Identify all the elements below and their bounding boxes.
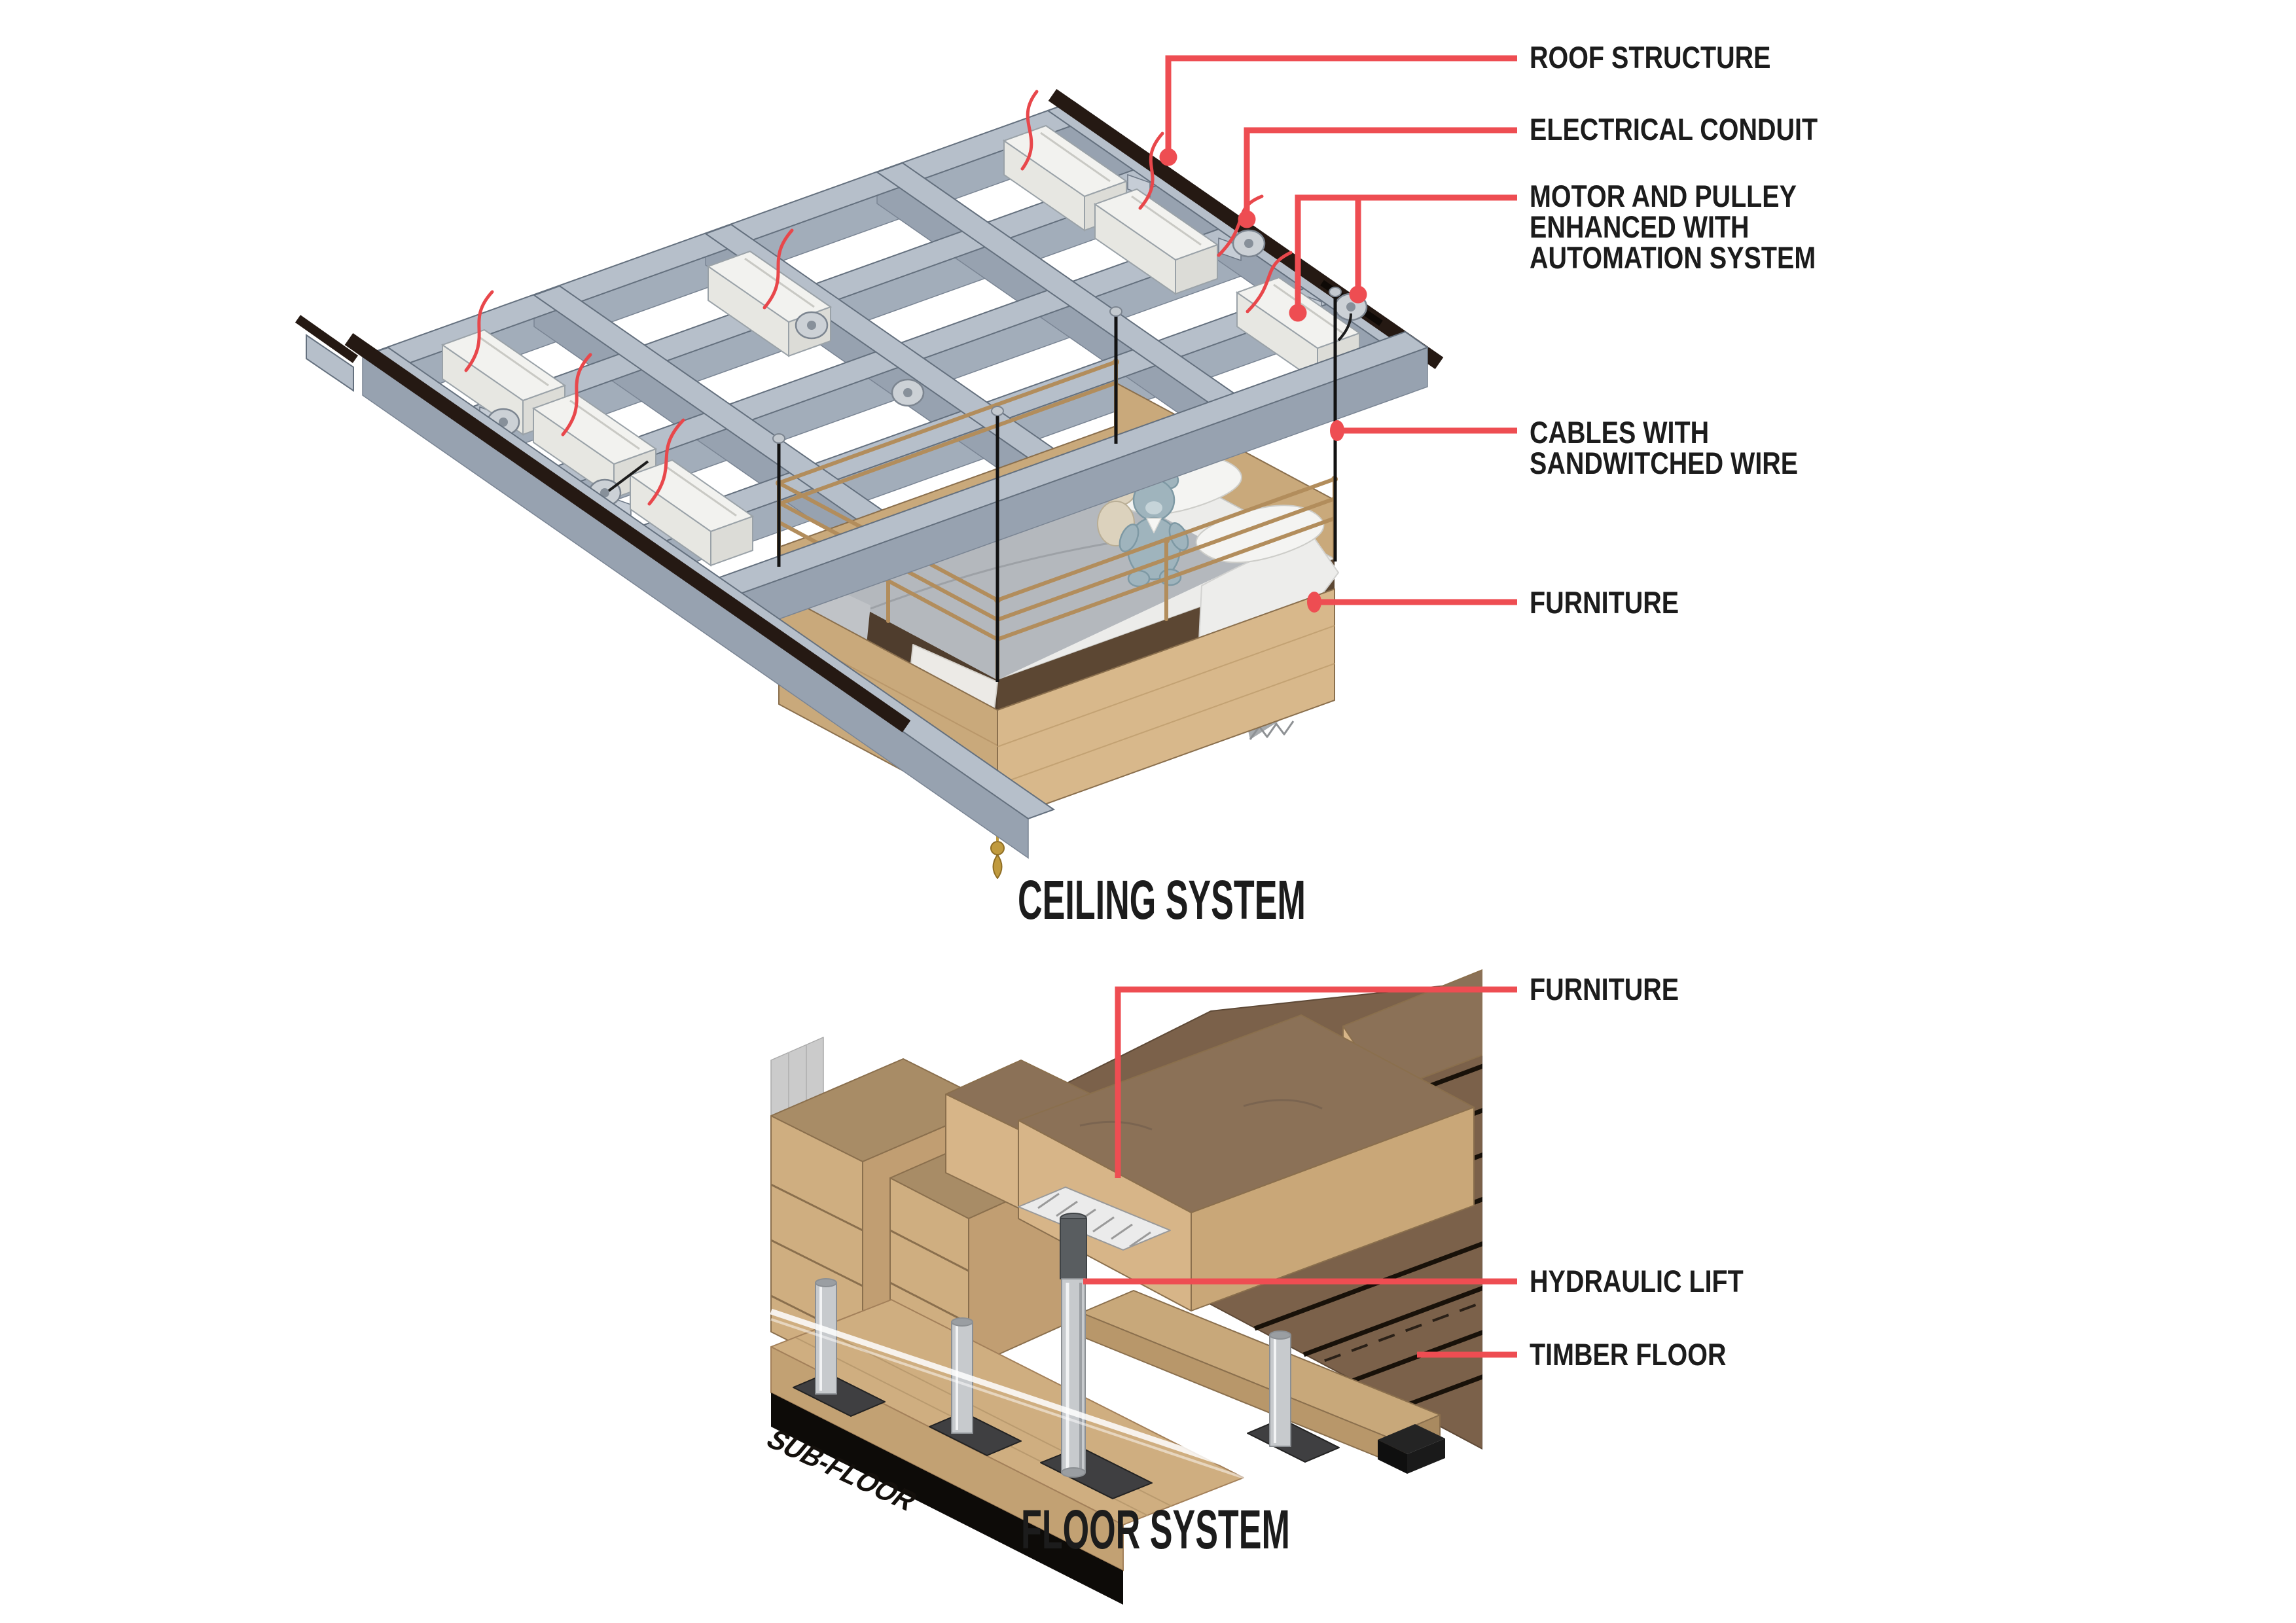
beam-end-stub	[306, 334, 354, 392]
leader-dot	[1349, 285, 1367, 304]
hydraulic-lift	[793, 1278, 886, 1417]
bed-railing	[777, 360, 1336, 681]
leader-dot	[1330, 420, 1344, 441]
hydraulic-lift-main	[1040, 1213, 1153, 1499]
label-furniture-ceiling: FURNITURE	[1530, 585, 1679, 620]
highlight-streak	[770, 1308, 1444, 1546]
label-furniture-floor: FURNITURE	[1530, 972, 1679, 1007]
leader-dot	[1307, 592, 1321, 613]
electrical-wire	[647, 418, 685, 506]
electrical-wire	[1020, 90, 1039, 171]
roof-bottom-beam	[295, 315, 1056, 859]
leader-dot	[1159, 148, 1177, 166]
label-line: ENHANCED WITH	[1530, 209, 1749, 244]
floor-system-title: FLOOR SYSTEM	[1021, 1499, 1290, 1560]
void-under-subfloor	[771, 1393, 1123, 1605]
cable-connectors	[772, 287, 1342, 444]
electrical-wire	[1138, 132, 1164, 210]
electrical-wire	[464, 290, 494, 372]
label-electrical-conduit: ELECTRICAL CONDUIT	[1530, 112, 1818, 147]
label-timber-floor: TIMBER FLOOR	[1530, 1337, 1727, 1372]
hydraulic-lift	[1247, 1330, 1340, 1463]
label-line: AUTOMATION SYSTEM	[1530, 240, 1816, 275]
leader-dot	[1289, 304, 1307, 322]
electrical-wires	[464, 90, 1293, 506]
leader-furniture-floor	[1115, 986, 1517, 1178]
floor-illustration	[770, 969, 1482, 1605]
black-box	[1378, 1424, 1445, 1474]
label-motor-pulley: MOTOR AND PULLEY ENHANCED WITH AUTOMATIO…	[1530, 181, 1816, 273]
leader-dots	[1159, 148, 1367, 613]
bear-bib	[1146, 518, 1162, 533]
label-hydraulic-lift: HYDRAULIC LIFT	[1530, 1264, 1744, 1298]
hatch-plate	[1018, 1186, 1171, 1251]
pulley	[795, 311, 829, 340]
pulley	[891, 378, 925, 407]
leader-lines	[1083, 55, 1517, 1358]
label-line: CABLES WITH	[1530, 415, 1710, 450]
pillow	[1195, 505, 1325, 563]
ceiling-illustration	[295, 88, 1444, 879]
leader-dot	[1238, 210, 1256, 228]
leader-roof-structure	[1165, 55, 1517, 157]
label-roof-structure: ROOF STRUCTURE	[1530, 40, 1771, 75]
roof-rail-bottom	[344, 332, 911, 733]
motor-box	[1093, 188, 1219, 295]
motor-box	[628, 459, 755, 567]
label-line: SANDWITCHED WIRE	[1530, 446, 1799, 480]
label-line: MOTOR AND PULLEY	[1530, 179, 1797, 213]
electrical-wire	[1246, 251, 1293, 313]
leader-electrical-conduit	[1244, 127, 1517, 219]
electrical-wire	[762, 228, 794, 310]
bear-muzzle	[1145, 501, 1162, 514]
ceiling-system-title: CEILING SYSTEM	[1018, 869, 1306, 931]
electrical-wire	[561, 353, 592, 437]
label-cables: CABLES WITH SANDWITCHED WIRE	[1530, 417, 1798, 478]
leader-motor-pulley	[1295, 194, 1517, 313]
pulley	[1232, 229, 1266, 258]
